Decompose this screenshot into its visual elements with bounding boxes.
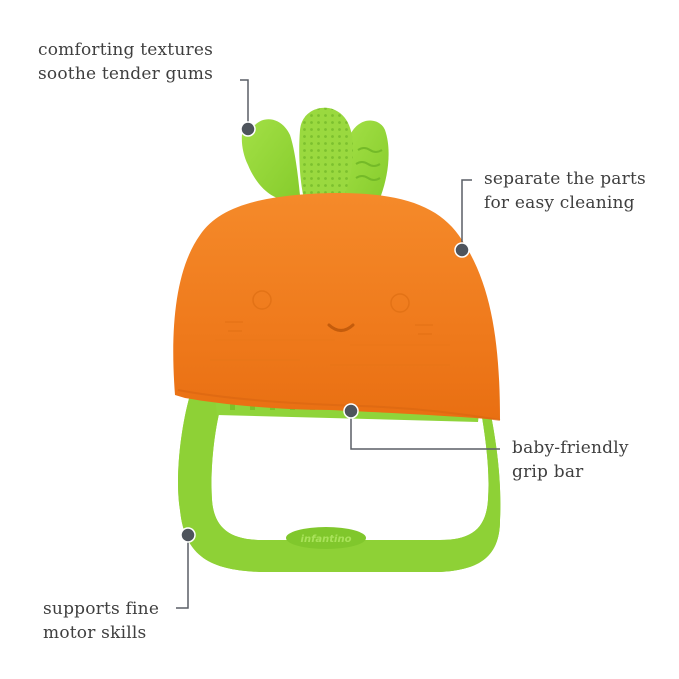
callout-cleaning-line1: separate the parts: [484, 169, 646, 189]
callout-textures-line2: soothe tender gums: [38, 64, 214, 84]
callout-motor: supports fine motor skills: [43, 597, 159, 645]
callout-grip: baby-friendly grip bar: [512, 436, 629, 484]
callout-textures-connector: [240, 79, 256, 137]
leaf-left: [241, 119, 300, 200]
grip-handle: [178, 395, 501, 572]
callout-cleaning-connector: [454, 179, 472, 258]
callout-grip-connector: [343, 403, 500, 450]
callout-grip-line1: baby-friendly: [512, 438, 629, 458]
callout-motor-connector: [176, 527, 196, 609]
leaf-right: [345, 120, 389, 200]
callout-motor-line1: supports fine: [43, 599, 160, 619]
callout-cleaning-line2: for easy cleaning: [484, 193, 635, 213]
callout-motor-line2: motor skills: [43, 623, 147, 643]
carrot-dome: [173, 192, 501, 421]
brand-emboss: infantino: [301, 534, 352, 545]
callout-cleaning: separate the parts for easy cleaning: [484, 167, 646, 215]
callout-textures-line1: comforting textures: [38, 40, 214, 60]
callout-textures: comforting textures soothe tender gums: [38, 38, 213, 86]
leaf-middle: [299, 107, 354, 203]
callout-grip-line2: grip bar: [512, 462, 584, 482]
